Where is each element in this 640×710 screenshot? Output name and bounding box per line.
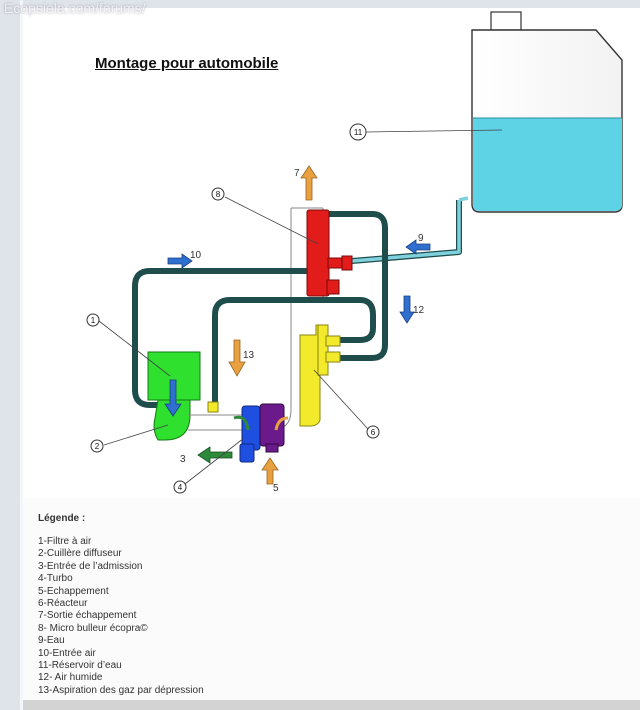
legend-item: 1-Filtre à air xyxy=(38,536,92,547)
legend-item: 5-Echappement xyxy=(38,585,109,597)
arrow-label-7: 7 xyxy=(294,168,300,179)
callout-leaders xyxy=(98,129,503,485)
callout-11-label: 11 xyxy=(354,128,363,137)
callout-2-label: 2 xyxy=(95,442,100,451)
legend-item: 10-Entrée air xyxy=(38,647,96,659)
arrow-label-12: 12 xyxy=(413,305,425,316)
legend-item: 12- Air humide xyxy=(38,672,103,684)
reactor xyxy=(299,324,341,427)
arrow-12-humid-air xyxy=(399,295,415,324)
intake-pipe xyxy=(188,401,242,431)
callout-1-label: 1 xyxy=(91,316,96,325)
arrow-label-10: 10 xyxy=(190,250,202,261)
callout-1: 1 xyxy=(86,313,100,327)
callout-11: 11 xyxy=(349,123,367,141)
air-filter xyxy=(147,351,201,441)
legend-item: 6-Réacteur xyxy=(38,598,88,610)
callout-6-label: 6 xyxy=(371,428,376,437)
arrow-13-aspiration xyxy=(228,339,246,377)
arrow-3-intake xyxy=(197,446,233,464)
diagram-title: Montage pour automobile xyxy=(95,55,279,72)
window-left-strip xyxy=(0,0,20,710)
legend-item: 8- Micro bulleur écopra© xyxy=(38,622,148,634)
arrow-label-5: 5 xyxy=(273,483,279,494)
legend-list: 1-Filtre à air 2-Cuillère diffuseur 3-En… xyxy=(38,536,204,697)
legend-item: 2-Cuillère diffuseur xyxy=(38,548,122,560)
callout-4-label: 4 xyxy=(178,483,183,492)
arrow-filter-down xyxy=(164,379,182,417)
legend-item: 4-Turbo xyxy=(38,573,73,585)
arrow-10-air-in xyxy=(167,253,193,269)
legend-panel xyxy=(23,498,640,700)
legend-title: Légende : xyxy=(38,513,86,524)
callout-8-label: 8 xyxy=(216,190,221,199)
water-pipe xyxy=(339,196,469,265)
callout-6: 6 xyxy=(366,425,380,439)
dark-pipes xyxy=(132,211,388,408)
legend-item: 11-Réservoir d’eau xyxy=(38,660,122,672)
arrow-label-13: 13 xyxy=(243,350,255,361)
tank-cap xyxy=(490,11,522,31)
callout-4: 4 xyxy=(173,480,187,494)
arrow-5-exhaust-in xyxy=(261,457,279,485)
callout-2: 2 xyxy=(90,439,104,453)
legend-item: 13-Aspiration des gaz par dépression xyxy=(38,684,204,696)
forum-watermark: Ecopsiela.com/forums/ xyxy=(4,0,146,16)
arrow-9-water xyxy=(405,239,431,255)
window-gutter xyxy=(20,0,23,710)
legend-item: 9-Eau xyxy=(38,635,65,647)
arrow-label-9: 9 xyxy=(418,233,424,244)
micro-bubbler xyxy=(306,209,353,297)
page-bottom-bar xyxy=(23,700,640,710)
water-tank xyxy=(471,11,623,213)
tank-water xyxy=(473,118,622,211)
arrow-label-3: 3 xyxy=(180,454,186,465)
turbo xyxy=(233,403,289,463)
legend-item: 3-Entrée de l’admission xyxy=(38,560,143,572)
legend-item: 7-Sortie échappement xyxy=(38,610,137,622)
callout-8: 8 xyxy=(211,187,225,201)
arrow-7-exhaust-out xyxy=(300,165,318,201)
